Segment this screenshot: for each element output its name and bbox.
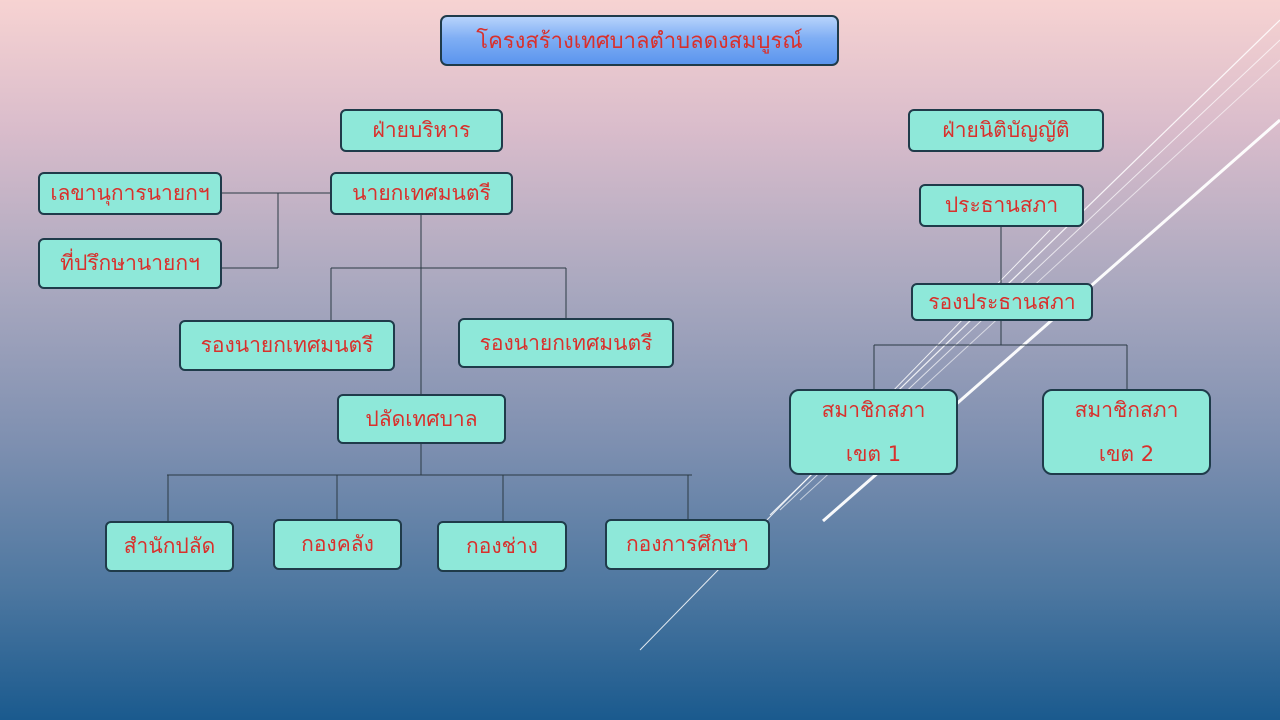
member-1-zone: เขต 1 <box>845 442 902 466</box>
legislative-header: ฝ่ายนิติบัญญัติ <box>908 109 1104 152</box>
member-2-title: สมาชิกสภา <box>1074 398 1179 422</box>
mayor-box: นายกเทศมนตรี <box>330 172 513 215</box>
division-education-box: กองการศึกษา <box>605 519 770 570</box>
council-member-zone-1-box: สมาชิกสภา เขต 1 <box>789 389 958 475</box>
executive-header: ฝ่ายบริหาร <box>340 109 503 152</box>
council-member-zone-2-box: สมาชิกสภา เขต 2 <box>1042 389 1211 475</box>
member-1-title: สมาชิกสภา <box>821 398 926 422</box>
member-2-zone: เขต 2 <box>1098 442 1155 466</box>
page-title: โครงสร้างเทศบาลตำบลดงสมบูรณ์ <box>440 15 839 66</box>
deputy-mayor-left-box: รองนายกเทศมนตรี <box>179 320 395 371</box>
secretary-box: เลขานุการนายกฯ <box>38 172 222 215</box>
division-engineering-box: กองช่าง <box>437 521 567 572</box>
council-vice-president-box: รองประธานสภา <box>911 283 1093 321</box>
division-finance-box: กองคลัง <box>273 519 402 570</box>
deputy-mayor-right-box: รองนายกเทศมนตรี <box>458 318 674 368</box>
council-president-box: ประธานสภา <box>919 184 1084 227</box>
division-clerk-office-box: สำนักปลัด <box>105 521 234 572</box>
municipal-clerk-box: ปลัดเทศบาล <box>337 394 506 444</box>
advisor-box: ที่ปรึกษานายกฯ <box>38 238 222 289</box>
